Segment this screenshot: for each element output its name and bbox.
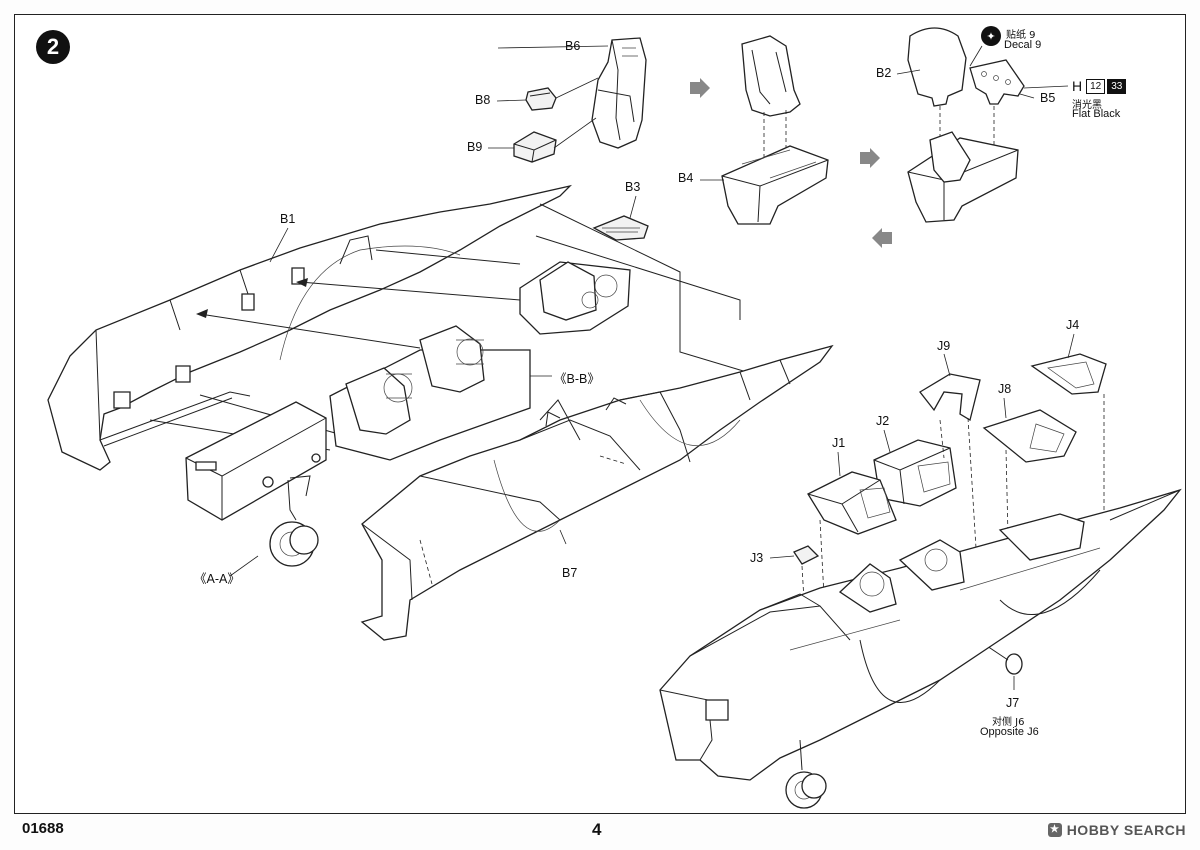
label-j4: J4 bbox=[1066, 318, 1080, 332]
panel-b3-drawing bbox=[594, 216, 648, 240]
step-number-badge: 2 bbox=[36, 30, 70, 64]
paint-en: Flat Black bbox=[1072, 108, 1121, 120]
decal-en: Decal 9 bbox=[1004, 39, 1042, 51]
label-b1: B1 bbox=[280, 212, 296, 226]
part-j7-drawing bbox=[1006, 654, 1022, 674]
product-code: 01688 bbox=[22, 820, 64, 837]
box-aa-drawing bbox=[186, 402, 326, 520]
landing-gear-aa-drawing bbox=[270, 476, 318, 566]
part-b8-drawing bbox=[526, 88, 556, 110]
hobby-search-logo: ★ bbox=[1047, 823, 1062, 837]
watermark-text: HOBBY SEARCH bbox=[1066, 822, 1186, 838]
decal-icon: ✦ bbox=[981, 26, 1001, 46]
part-j1-drawing bbox=[808, 472, 896, 534]
paint-cn: 消光黑 bbox=[1072, 100, 1102, 111]
part-j9-drawing bbox=[920, 374, 980, 420]
section-label-bb: 《B-B》 bbox=[554, 372, 600, 386]
landing-gear-right-drawing bbox=[786, 740, 826, 808]
label-b9: B9 bbox=[467, 140, 483, 154]
fuselage-b7-drawing bbox=[362, 346, 832, 640]
tub-b4-drawing bbox=[722, 146, 828, 224]
part-b9-drawing bbox=[514, 132, 556, 162]
fuselage-assembled-drawing bbox=[660, 490, 1180, 780]
paint-callout: H 12 33 bbox=[1072, 78, 1127, 94]
fuselage-b1-drawing bbox=[48, 186, 570, 470]
tub-installed-drawing bbox=[520, 262, 630, 334]
watermark: ★ HOBBY SEARCH bbox=[1047, 822, 1186, 838]
assembly-arrow-icon bbox=[690, 78, 710, 98]
cockpit-section-bb-drawing bbox=[330, 326, 530, 460]
part-j3-drawing bbox=[794, 546, 818, 564]
part-j4-drawing bbox=[1032, 354, 1106, 394]
label-b2: B2 bbox=[876, 66, 892, 80]
section-label-aa: 《A-A》 bbox=[194, 572, 240, 586]
part-j8-drawing bbox=[984, 410, 1076, 462]
j7-note-en: Opposite J6 bbox=[980, 726, 1039, 738]
tub-assembled-drawing bbox=[908, 132, 1018, 222]
paint-letter: H bbox=[1072, 78, 1083, 94]
paint-code-1: 12 bbox=[1086, 78, 1106, 94]
j7-note-cn: 对侧 J6 bbox=[992, 717, 1025, 728]
label-b7: B7 bbox=[562, 566, 578, 580]
seat-installed-drawing bbox=[742, 36, 800, 116]
panel-b2-drawing bbox=[908, 28, 966, 106]
panel-b5-drawing bbox=[970, 60, 1024, 104]
label-j7: J7 bbox=[1006, 696, 1020, 710]
label-b3: B3 bbox=[625, 180, 641, 194]
label-j3: J3 bbox=[750, 551, 764, 565]
label-j8: J8 bbox=[998, 382, 1012, 396]
label-b6: B6 bbox=[565, 39, 581, 53]
decal-cn: 贴纸 9 bbox=[1006, 30, 1036, 41]
seat-b6-drawing bbox=[592, 38, 646, 148]
label-j2: J2 bbox=[876, 414, 890, 428]
assembly-arrow-icon bbox=[860, 148, 880, 168]
paint-code-2: 33 bbox=[1107, 78, 1127, 94]
label-j1: J1 bbox=[832, 436, 846, 450]
label-b5: B5 bbox=[1040, 91, 1056, 105]
page-number: 4 bbox=[592, 820, 602, 839]
label-b8: B8 bbox=[475, 93, 491, 107]
label-j9: J9 bbox=[937, 339, 951, 353]
assembly-arrow-icon bbox=[872, 228, 892, 248]
label-b4: B4 bbox=[678, 171, 694, 185]
